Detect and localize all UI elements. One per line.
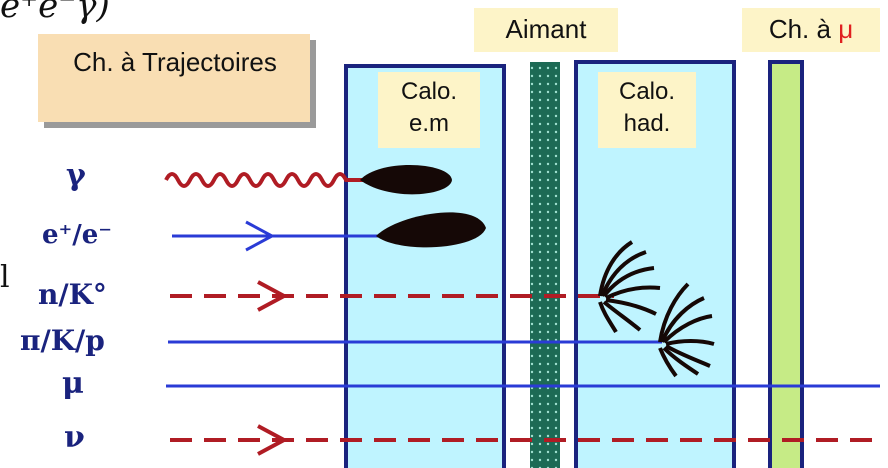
electron-arrow [245, 220, 276, 252]
photon-track [164, 172, 376, 188]
particle-label-photon: γ [66, 158, 86, 193]
muon-chamber-label: Ch. à μ [742, 14, 880, 45]
particle-label-neutrino: ν [64, 420, 85, 455]
hcal-label: Calo. had. [618, 78, 676, 137]
ecal-label: Calo. e.m [400, 78, 458, 137]
magnet-label: Aimant [505, 14, 587, 44]
muon-chamber-bar [768, 60, 804, 468]
neutral-hadron-shower [598, 240, 661, 334]
top-fragment-text: e⁺e⁻γ) [0, 0, 110, 26]
magnet-dots [530, 62, 560, 468]
particle-label-electron: e⁺/e⁻ [42, 220, 113, 250]
photon-shower [360, 164, 452, 195]
tracker-label: Ch. à Trajectoires [60, 46, 290, 78]
particle-label-muon: μ [62, 366, 84, 401]
electron-shower [376, 212, 486, 248]
muon-chamber-tag [742, 8, 880, 52]
tracker-label-text: Ch. à Trajectoires [73, 47, 277, 77]
tracker-box [38, 34, 310, 122]
particle-label-charged-hadron: π/K/p [20, 324, 105, 357]
neutral-hadron-arrow [257, 280, 289, 312]
charged-hadron-shower [658, 282, 715, 378]
left-fragment-text: l [0, 260, 10, 295]
particle-label-neutral-hadron: n/K° [38, 278, 107, 311]
magnet-tag [474, 8, 618, 52]
hcal-tag [598, 72, 696, 148]
muon-chamber-mu-symbol: μ [838, 14, 854, 44]
ecal-tag [378, 72, 480, 148]
muon-chamber-label-text: Ch. à [768, 14, 831, 44]
neutrino-arrow [257, 424, 289, 456]
